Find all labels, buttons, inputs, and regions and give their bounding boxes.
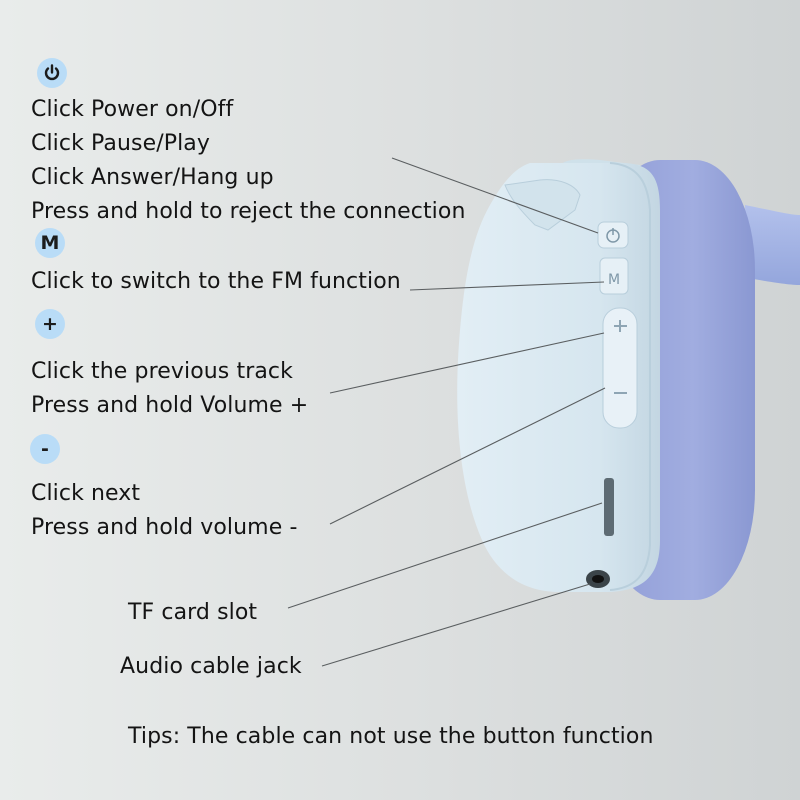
power-label-4: Press and hold to reject the connection <box>31 199 466 224</box>
tips-note: Tips: The cable can not use the button f… <box>128 724 654 749</box>
mode-badge: M <box>35 228 65 258</box>
m-button-illustration: M <box>599 257 629 295</box>
tf-slot-illustration <box>604 478 614 536</box>
plus-badge: + <box>35 309 65 339</box>
tf-card-label: TF card slot <box>128 600 258 625</box>
minus-badge: - <box>30 434 60 464</box>
power-label-3: Click Answer/Hang up <box>31 165 274 190</box>
leader-lines <box>287 157 606 667</box>
svg-text:M: M <box>608 272 620 288</box>
minus-label-1: Click next <box>31 481 141 506</box>
plus-label-2: Press and hold Volume + <box>31 393 309 418</box>
volume-rocker-illustration <box>602 307 638 429</box>
audio-jack-illustration <box>586 570 610 588</box>
power-label-1: Click Power on/Off <box>31 97 234 122</box>
headband <box>745 205 800 285</box>
audio-jack-label: Audio cable jack <box>120 654 302 679</box>
mode-label: Click to switch to the FM function <box>31 269 401 294</box>
power-label-2: Click Pause/Play <box>31 131 211 156</box>
power-icon <box>37 58 67 88</box>
minus-label-2: Press and hold volume - <box>31 515 298 540</box>
power-button-illustration <box>597 221 629 249</box>
plus-label-1: Click the previous track <box>31 359 293 384</box>
